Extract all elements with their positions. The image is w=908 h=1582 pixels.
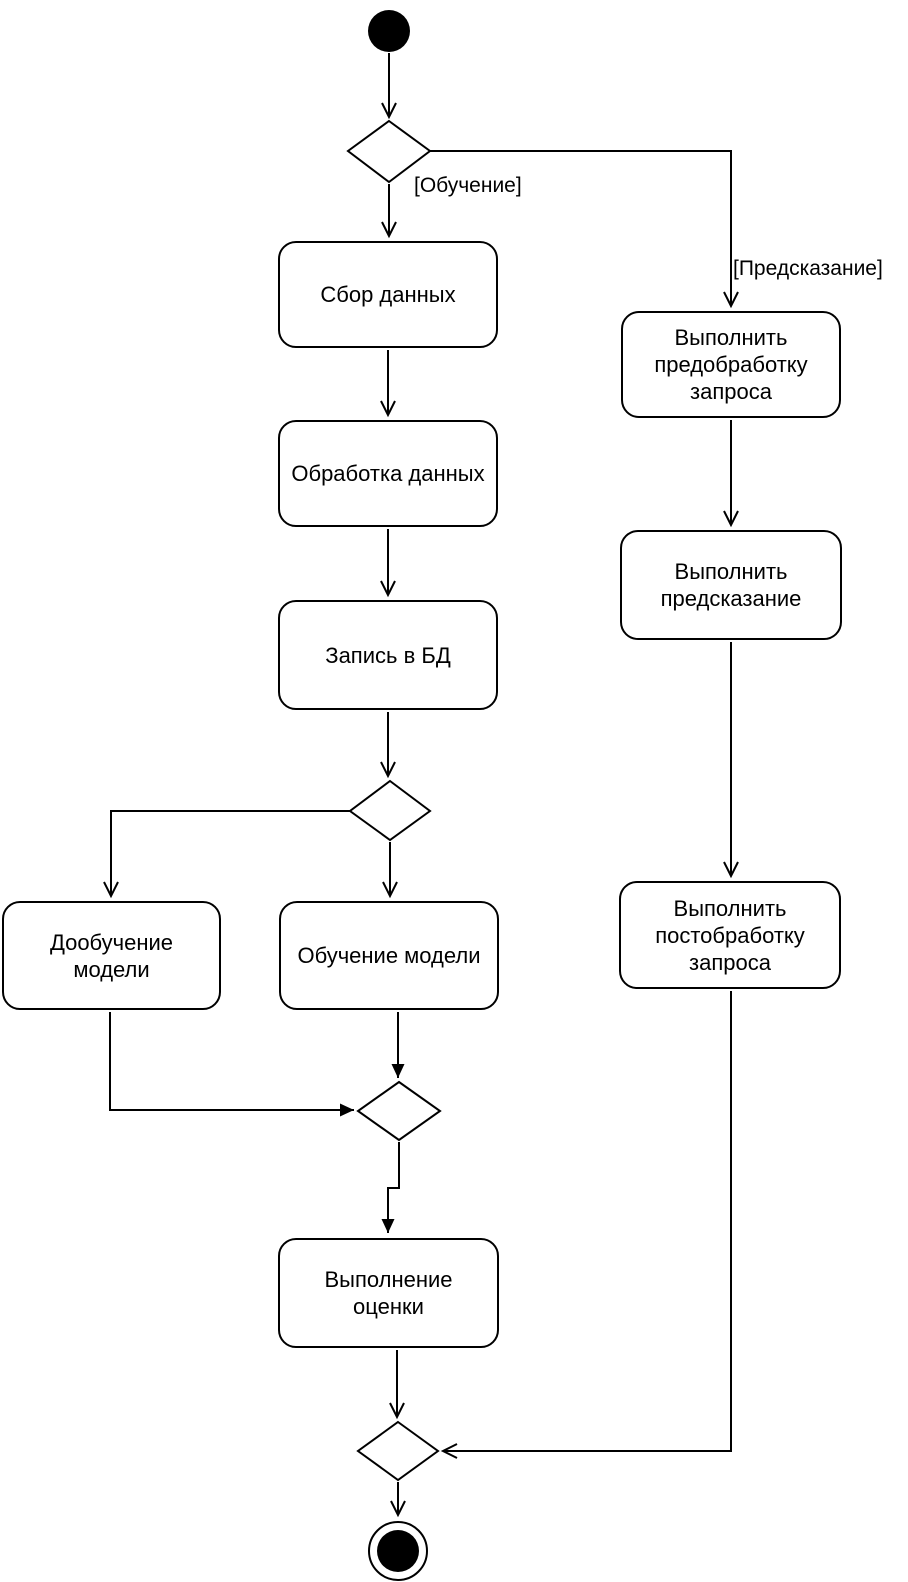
edge-training-merge-to-evaluation <box>381 1142 400 1233</box>
action-node-model-training: Обучение модели <box>279 901 499 1010</box>
start-node <box>368 10 410 52</box>
decision-node-training-type <box>348 779 432 842</box>
action-node-evaluation: Выполнение оценки <box>278 1238 499 1348</box>
decision-node-mode <box>346 119 432 184</box>
guard-label-prediction: [Предсказание] <box>733 257 883 280</box>
merge-node-training <box>356 1080 442 1142</box>
guard-label-training: [Обучение] <box>414 174 522 197</box>
edge-fine-tuning-to-training-merge <box>109 1012 354 1117</box>
edge-training-decision-to-fine-tuning <box>103 810 350 899</box>
action-node-request-preprocessing: Выполнить предобработку запроса <box>621 311 841 418</box>
action-node-fine-tuning: Дообучение модели <box>2 901 221 1010</box>
end-node-inner-dot <box>377 1530 419 1572</box>
action-node-request-postprocessing: Выполнить постобработку запроса <box>619 881 841 989</box>
edge-mode-decision-to-request-preprocessing <box>430 150 739 309</box>
action-node-data-collection: Сбор данных <box>278 241 498 348</box>
end-node <box>368 1521 428 1581</box>
action-node-prediction: Выполнить предсказание <box>620 530 842 640</box>
edge-request-postprocessing-to-final-merge <box>440 991 732 1459</box>
action-node-db-write: Запись в БД <box>278 600 498 710</box>
merge-node-final <box>356 1420 440 1482</box>
action-node-data-processing: Обработка данных <box>278 420 498 527</box>
